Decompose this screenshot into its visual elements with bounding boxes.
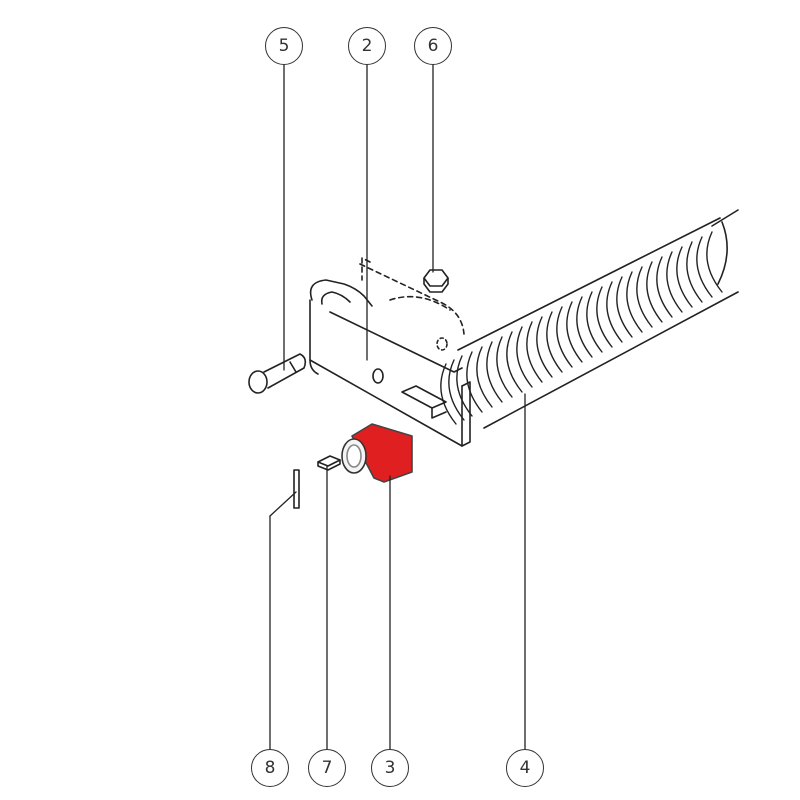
callout-label: 6 [427, 35, 439, 56]
callout-7: 7 [308, 749, 346, 787]
key [317, 455, 341, 471]
spring [440, 209, 739, 429]
nut [423, 269, 449, 293]
callout-label: 2 [361, 35, 373, 56]
callout-label: 4 [519, 757, 531, 778]
leader-lines [269, 64, 526, 750]
callout-label: 8 [264, 757, 276, 778]
callout-2: 2 [348, 27, 386, 65]
callout-label: 3 [384, 757, 396, 778]
callout-4: 4 [506, 749, 544, 787]
bushing-highlighted [341, 423, 413, 483]
pin [293, 469, 300, 509]
callout-3: 3 [371, 749, 409, 787]
callout-6: 6 [414, 27, 452, 65]
callout-8: 8 [251, 749, 289, 787]
callout-label: 7 [321, 757, 333, 778]
callout-5: 5 [265, 27, 303, 65]
bracket [309, 257, 471, 447]
bolt [248, 353, 307, 394]
callout-label: 5 [278, 35, 290, 56]
